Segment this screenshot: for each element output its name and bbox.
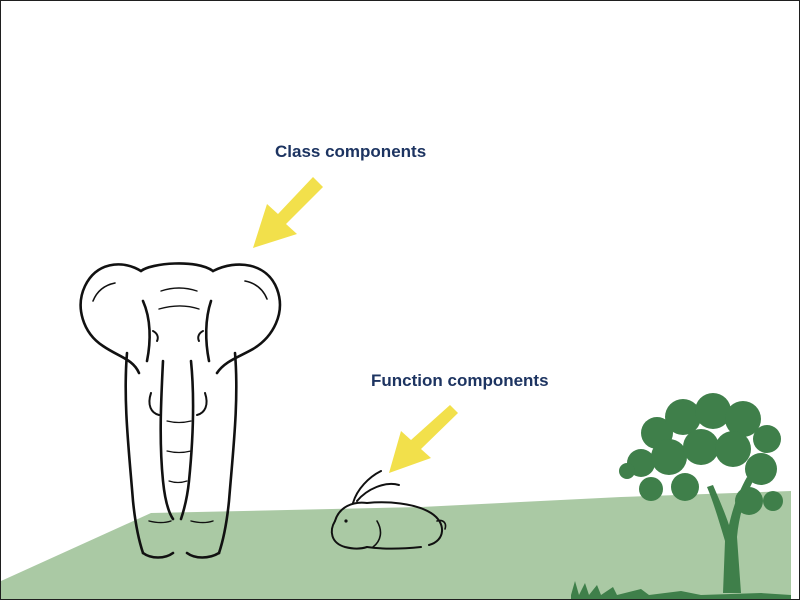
class-components-label: Class components: [275, 142, 427, 161]
elephant-icon: [79, 262, 282, 559]
grass-hill: [1, 491, 791, 599]
function-components-label: Function components: [371, 371, 549, 390]
tree-icon: [571, 393, 791, 599]
arrow-to-function-components: [389, 405, 458, 473]
arrow-to-class-components: [253, 177, 323, 248]
rabbit-icon: [330, 470, 447, 550]
